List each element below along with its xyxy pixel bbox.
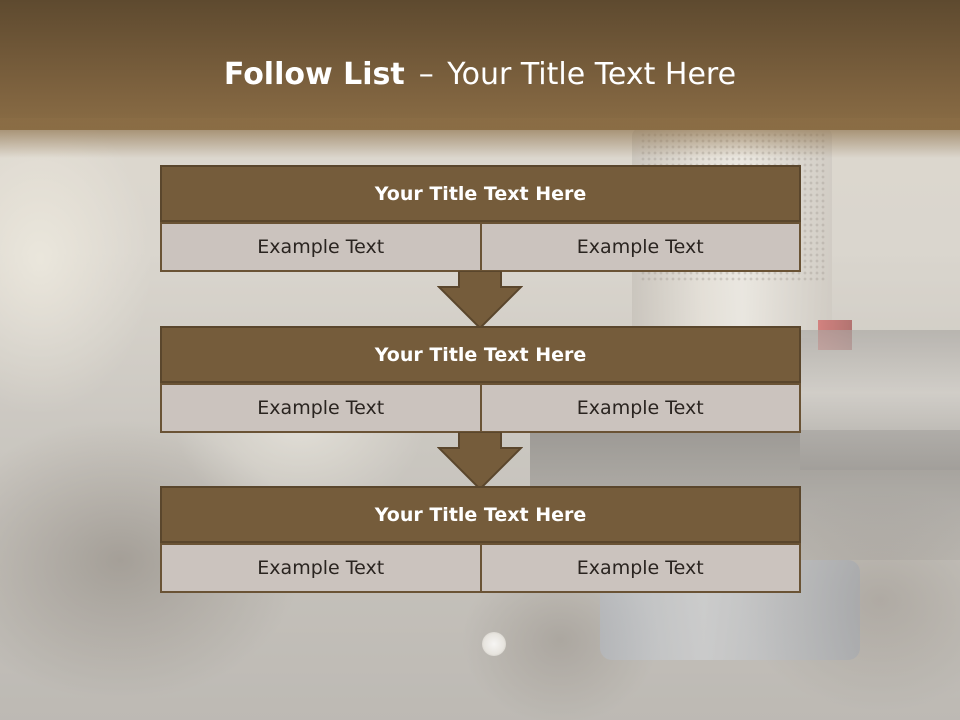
- step-title: Your Title Text Here: [160, 165, 801, 222]
- step-row: Example Text Example Text: [160, 222, 801, 272]
- down-arrow-icon: [437, 432, 523, 490]
- slide-title-rest: Your Title Text Here: [447, 57, 737, 92]
- step-row: Example Text Example Text: [160, 543, 801, 593]
- slide-title-separator: –: [418, 57, 434, 92]
- step-right-text: Example Text: [481, 222, 801, 272]
- down-arrow-icon: [437, 271, 523, 329]
- step-title: Your Title Text Here: [160, 326, 801, 383]
- step-box-1: Your Title Text Here Example Text Exampl…: [160, 165, 801, 272]
- step-left-text: Example Text: [160, 222, 482, 272]
- title-band-fade: [0, 118, 960, 158]
- step-row: Example Text Example Text: [160, 383, 801, 433]
- background-microphone-mount: [800, 330, 960, 470]
- step-title: Your Title Text Here: [160, 486, 801, 543]
- step-right-text: Example Text: [481, 383, 801, 433]
- step-left-text: Example Text: [160, 383, 482, 433]
- step-box-3: Your Title Text Here Example Text Exampl…: [160, 486, 801, 593]
- background-light-dot: [482, 632, 506, 656]
- slide-title-bold: Follow List: [223, 57, 405, 92]
- step-right-text: Example Text: [481, 543, 801, 593]
- step-box-2: Your Title Text Here Example Text Exampl…: [160, 326, 801, 433]
- title-band: [0, 0, 960, 130]
- step-left-text: Example Text: [160, 543, 482, 593]
- slide-title: Follow List– Your Title Text Here: [0, 53, 960, 97]
